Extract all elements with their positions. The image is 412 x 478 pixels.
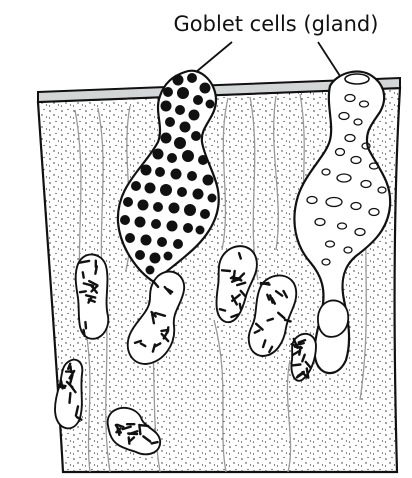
chromatin-dash — [141, 425, 149, 426]
chromatin-dash — [83, 272, 84, 277]
chromatin-dash — [285, 320, 291, 322]
goblet-cells-label: Goblet cells (gland) — [145, 4, 407, 44]
chromatin-dash — [268, 319, 273, 321]
chromatin-dash — [261, 283, 270, 285]
chromatin-dash — [128, 434, 137, 435]
leader-line-dark-cell — [196, 42, 232, 72]
chromatin-dash — [307, 369, 309, 378]
chromatin-dash — [222, 270, 230, 271]
chromatin-dash — [295, 347, 302, 348]
chromatin-dash — [267, 295, 269, 300]
chromatin-dash — [70, 393, 71, 403]
chromatin-dash — [95, 266, 96, 273]
chromatin-dash — [292, 365, 300, 366]
gland-base-cell — [318, 300, 348, 336]
chromatin-dash — [84, 330, 85, 336]
chromatin-dash — [80, 291, 86, 292]
chromatin-dash — [59, 386, 65, 388]
chromatin-dash — [152, 442, 158, 443]
chromatin-dash — [85, 322, 86, 328]
chromatin-dash — [240, 304, 241, 309]
leader-line-light-cell — [318, 42, 340, 76]
chromatin-dash — [220, 309, 225, 310]
chromatin-dash — [239, 253, 241, 258]
label-leaders — [196, 42, 340, 76]
